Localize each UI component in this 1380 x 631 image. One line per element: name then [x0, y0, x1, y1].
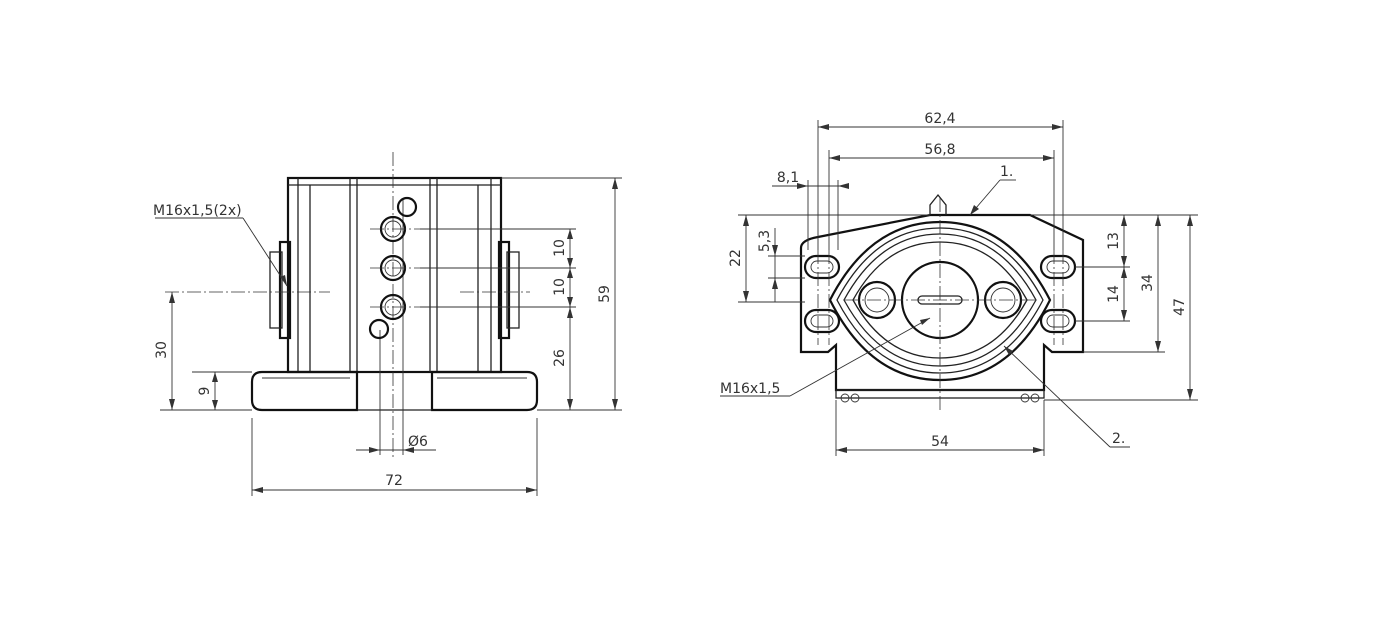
dim-hole-spacing: 56,8 [924, 142, 955, 158]
dim-port-pitch-lower: 10 [552, 278, 568, 296]
dim-body-width: 54 [931, 434, 949, 450]
dim-overall-width: 62,4 [924, 111, 955, 127]
dim-depth-34: 34 [1140, 274, 1156, 292]
dim-slot-upper: 13 [1106, 232, 1122, 250]
flange-outline [799, 213, 1085, 392]
dim-slot-lower: 14 [1106, 285, 1122, 303]
dim-base-width: 72 [385, 473, 403, 489]
front-view: 59 10 10 26 30 9 Ø6 72 [153, 152, 622, 496]
vent-hole-upper [396, 196, 418, 218]
base-left [250, 370, 359, 412]
top-view: 62,4 56,8 8,1 22 5,3 13 14 34 [720, 111, 1198, 456]
dim-slot-depth: 5,3 [757, 230, 773, 252]
mount-slot-top-right [1039, 254, 1077, 280]
top-nub [929, 193, 947, 215]
dim-base-height: 9 [197, 387, 213, 396]
mount-slot-bottom-right [1039, 308, 1077, 334]
dim-lower-port-height: 26 [552, 349, 568, 367]
dim-flange-depth: 22 [728, 249, 744, 267]
gland-boss-right [497, 240, 511, 340]
callout-2: 2. [1112, 431, 1125, 447]
dim-height-59: 59 [597, 285, 613, 303]
thread-label-front: M16x1,5(2x) [153, 203, 242, 219]
mount-slot-top-left [803, 254, 841, 280]
dim-hole-diameter: Ø6 [408, 434, 428, 450]
dim-depth-47: 47 [1172, 298, 1188, 316]
dim-axis-height: 30 [154, 341, 170, 359]
vent-hole-lower [368, 318, 390, 340]
mount-slot-bottom-left [803, 308, 841, 334]
thread-label-top: M16x1,5 [720, 381, 780, 397]
housing-outline [286, 176, 503, 374]
base-right [430, 370, 539, 412]
dim-flange-offset: 8,1 [777, 170, 799, 186]
callout-1: 1. [1000, 164, 1013, 180]
gland-boss-left [278, 240, 292, 340]
dim-port-pitch-upper: 10 [552, 239, 568, 257]
